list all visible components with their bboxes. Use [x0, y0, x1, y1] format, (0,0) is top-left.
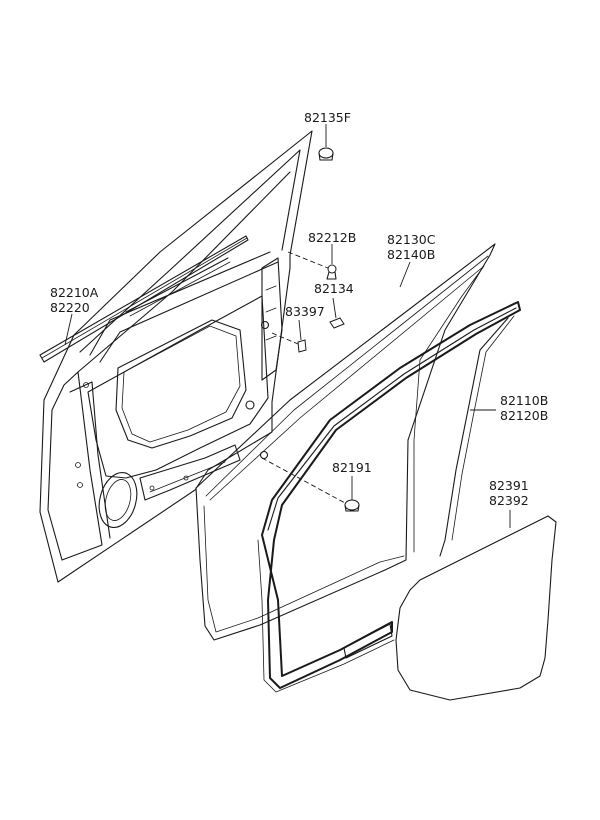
body-side-weatherstrip: [257, 301, 521, 693]
label-82140B: 82140B: [387, 247, 435, 262]
label-82130C: 82130C: [387, 232, 436, 247]
label-83397: 83397: [285, 304, 325, 319]
part-labels: 82135F 82212B 82134 83397 82210A 82220 8…: [50, 110, 548, 508]
cap-82135F: [318, 147, 334, 161]
label-82212B: 82212B: [308, 230, 356, 245]
clip-82212B: [287, 251, 337, 280]
belt-weatherstrip-outer: [39, 235, 249, 363]
clip-83397: [271, 332, 307, 353]
door-frame-weatherstrip: [195, 243, 496, 641]
plug-82134: [329, 317, 345, 329]
label-82110B: 82110B: [500, 393, 548, 408]
label-82120B: 82120B: [500, 408, 548, 423]
label-82220: 82220: [50, 300, 90, 315]
door-plastic-seal: [395, 515, 557, 701]
grommet-82191: [261, 457, 360, 512]
front-door-panel: [39, 130, 313, 583]
label-82191: 82191: [332, 460, 372, 475]
label-82135F: 82135F: [304, 110, 351, 125]
leader-lines: [64, 124, 511, 528]
label-82210A: 82210A: [50, 285, 99, 300]
label-82134: 82134: [314, 281, 354, 296]
label-82392: 82392: [489, 493, 529, 508]
label-82391: 82391: [489, 478, 529, 493]
